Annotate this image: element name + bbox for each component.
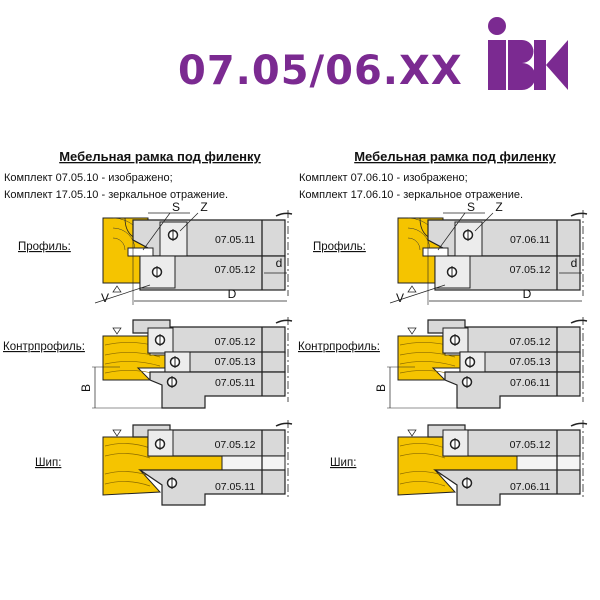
- dim-d-label: D: [228, 287, 237, 301]
- product-title: 07.05/06.XX: [178, 48, 463, 94]
- rotation-arrow-icon: [570, 212, 588, 217]
- dim-b-label: B: [79, 384, 93, 392]
- cutter-code: 07.05.12: [510, 264, 551, 276]
- cutter-code: 07.05.11: [215, 234, 255, 246]
- cutter-code: 07.05.11: [215, 481, 255, 493]
- dim-d-label: D: [523, 287, 532, 301]
- cutter-lower: [149, 371, 286, 409]
- cutter-code: 07.06.11: [510, 481, 550, 493]
- leader-v: [94, 284, 151, 304]
- dim-b-label: B: [374, 384, 388, 392]
- base-mark-icon: [112, 327, 122, 335]
- cutter-code: 07.05.13: [510, 356, 551, 368]
- wood-grain: [104, 453, 151, 459]
- spacer: [127, 247, 154, 257]
- cutter-code: 07.05.12: [510, 336, 551, 348]
- spacer: [422, 247, 449, 257]
- set-line-1: Комплект 07.06.10 - изображено;: [299, 172, 468, 184]
- leader-s: [142, 212, 171, 251]
- cutter-code: 07.05.12: [510, 439, 551, 451]
- dim-s-label: S: [467, 200, 475, 214]
- rotation-arrow-icon: [275, 319, 293, 324]
- set-line-1: Комплект 07.05.10 - изображено;: [4, 172, 173, 184]
- wood-grain: [399, 352, 456, 358]
- tenon-label: Шип:: [330, 457, 356, 469]
- dim-z-label: Z: [495, 200, 502, 214]
- leader-z: [474, 212, 494, 232]
- cutter-code: 07.06.11: [510, 234, 550, 246]
- base-mark-icon: [407, 327, 417, 335]
- spacer-ring: [516, 455, 581, 471]
- wood-grain: [399, 481, 446, 487]
- counter-profile-label: Контрпрофиль:: [3, 341, 85, 353]
- cutter-code: 07.05.11: [215, 377, 255, 389]
- base-mark-icon: [407, 429, 417, 437]
- cutter-lower: [138, 469, 286, 506]
- leader-v: [389, 284, 446, 304]
- cutter-code: 07.05.12: [215, 336, 256, 348]
- dim-s-label: S: [172, 200, 180, 214]
- ibk-logo: [488, 17, 568, 90]
- profile-label: Профиль:: [18, 241, 71, 253]
- counter-profile-label: Контрпрофиль:: [298, 341, 380, 353]
- base-mark-icon: [112, 429, 122, 437]
- arc-line: [112, 227, 136, 251]
- rotation-arrow-icon: [570, 422, 588, 427]
- cutter-code: 07.05.12: [215, 439, 256, 451]
- wood-grain: [104, 481, 151, 487]
- profile-label: Профиль:: [313, 241, 366, 253]
- wood-grain: [104, 361, 161, 367]
- arc-line: [112, 237, 126, 251]
- dim-v-label: V: [101, 291, 109, 305]
- panel-heading: Мебельная рамка под филенку: [354, 149, 556, 164]
- cutter-lower: [433, 469, 581, 506]
- base-mark-icon: [407, 285, 417, 293]
- cutter-code: 07.05.13: [215, 356, 256, 368]
- wood-grain: [399, 453, 446, 459]
- dim-v-label: V: [396, 291, 404, 305]
- set-line-2: Комплект 17.06.10 - зеркальное отражение…: [299, 189, 523, 201]
- wood-grain: [104, 352, 161, 358]
- tenon-label: Шип:: [35, 457, 61, 469]
- dim-z-label: Z: [200, 200, 207, 214]
- cutter-code: 07.06.11: [510, 377, 550, 389]
- cutter-lower: [444, 371, 581, 409]
- panel-heading: Мебельная рамка под филенку: [59, 149, 261, 164]
- wood-grain: [399, 443, 446, 449]
- cutter-code: 07.05.12: [215, 264, 256, 276]
- knife-lower: [139, 255, 176, 289]
- rotation-arrow-icon: [275, 212, 293, 217]
- arc-line: [407, 237, 421, 251]
- arc-line: [407, 227, 431, 251]
- wood-grain: [104, 443, 151, 449]
- leader-s: [437, 212, 466, 251]
- set-line-2: Комплект 17.05.10 - зеркальное отражение…: [4, 189, 228, 201]
- rotation-arrow-icon: [275, 422, 293, 427]
- spacer-ring: [221, 455, 286, 471]
- rotation-arrow-icon: [570, 319, 588, 324]
- leader-z: [179, 212, 199, 232]
- base-mark-icon: [112, 285, 122, 293]
- dim-small-d-label: d: [276, 256, 283, 270]
- dim-small-d-label: d: [571, 256, 578, 270]
- wood-grain: [399, 361, 456, 367]
